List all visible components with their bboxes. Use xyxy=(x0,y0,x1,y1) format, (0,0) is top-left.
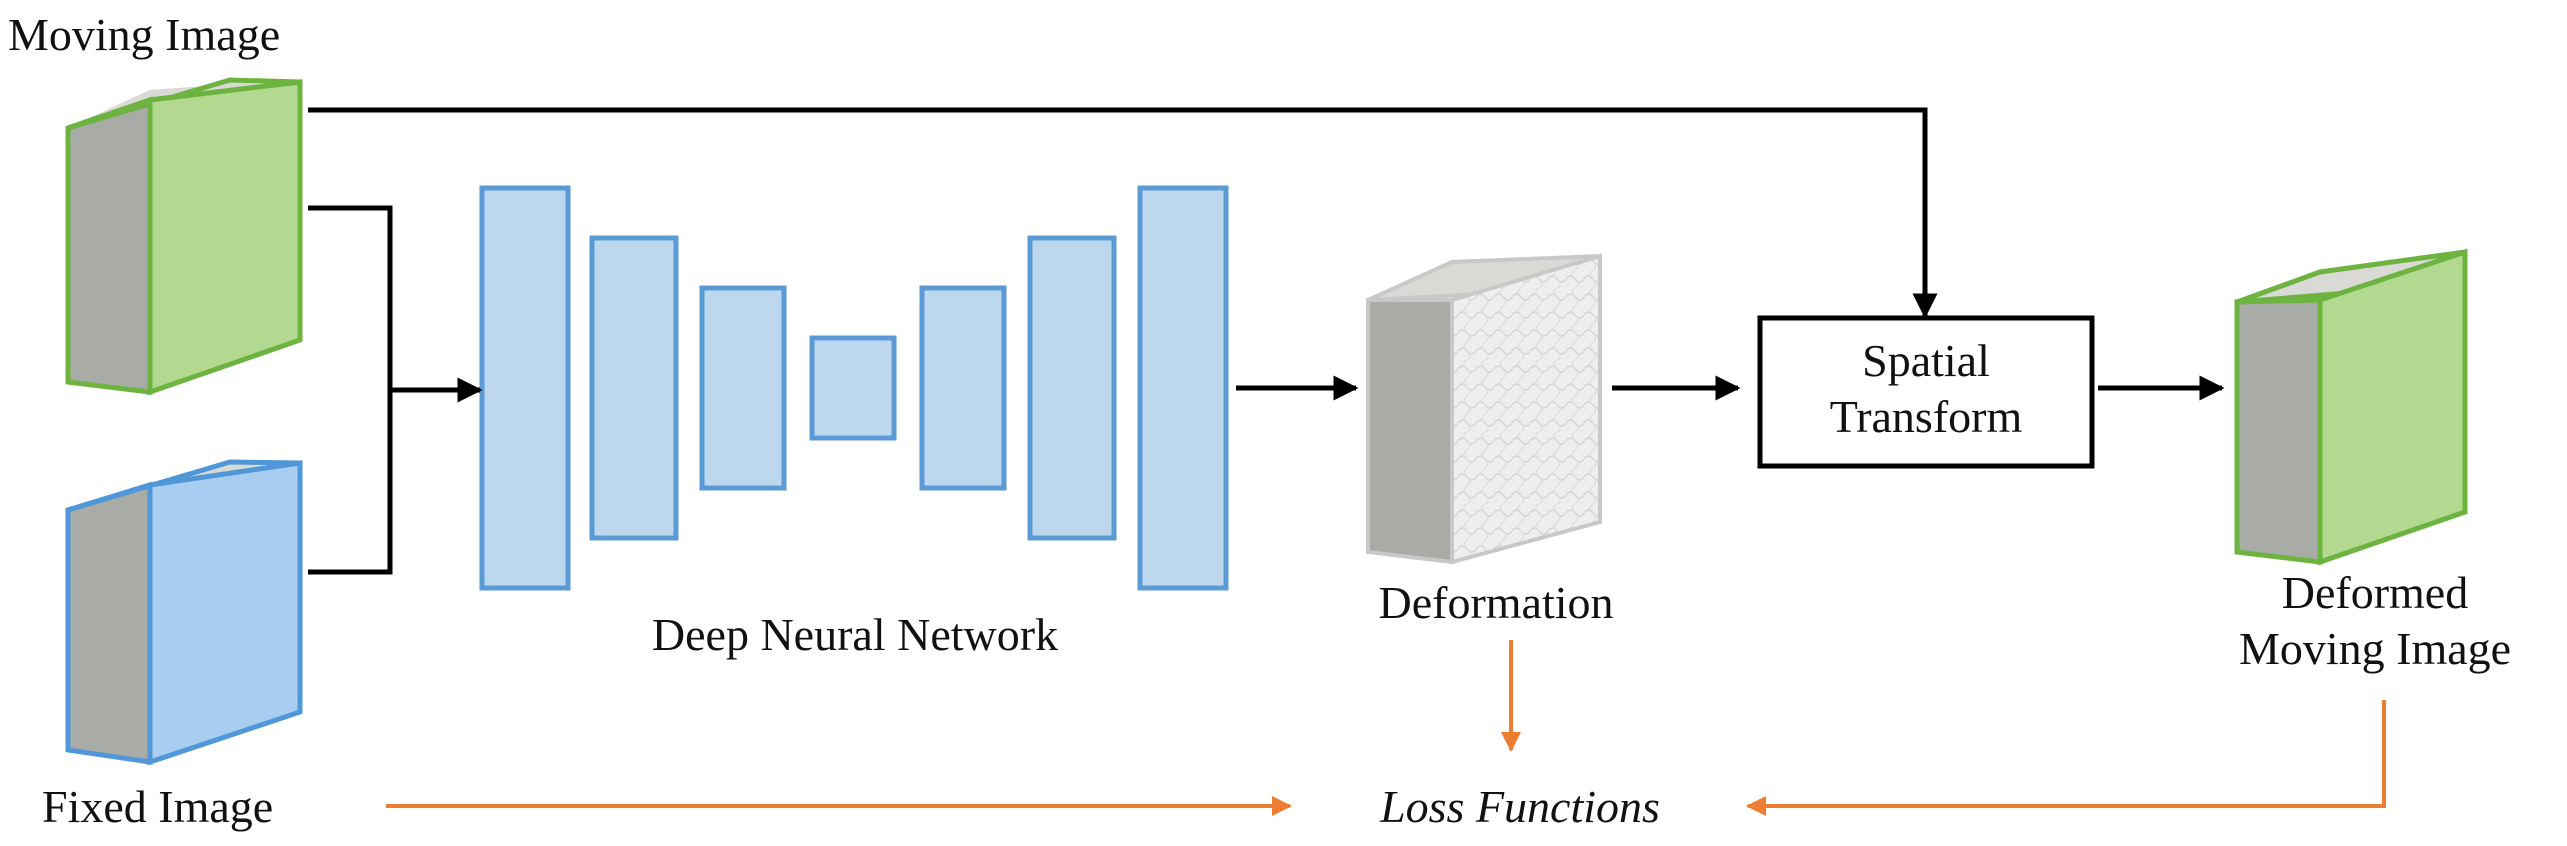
fixed-to-network-line xyxy=(308,390,393,575)
deformed-image-label-line2: Moving Image xyxy=(2239,623,2511,674)
network-layer xyxy=(809,335,897,441)
network-layer xyxy=(1137,185,1229,591)
spatial-transform-box xyxy=(1757,315,2095,469)
moving-image-label: Moving Image xyxy=(8,9,280,60)
network-layers xyxy=(479,185,1229,591)
moving-to-network-line xyxy=(308,205,393,390)
moving-to-transform-arrow xyxy=(308,107,1938,319)
moving-image-cube xyxy=(65,77,303,396)
network-label: Deep Neural Network xyxy=(652,609,1058,660)
deformed-image-cube xyxy=(2234,248,2468,566)
fixed-image-label: Fixed Image xyxy=(42,781,273,832)
loss-connectors xyxy=(386,640,2386,816)
loss-functions-label: Loss Functions xyxy=(1379,781,1660,832)
network-layer xyxy=(699,285,787,491)
black-connectors xyxy=(308,107,2225,575)
spatial-transform-label-line1: Spatial xyxy=(1862,335,1990,386)
network-layer xyxy=(479,185,571,591)
deformation-label: Deformation xyxy=(1378,577,1613,628)
deformation-cube xyxy=(1366,253,1602,565)
spatial-transform-label-line2: Transform xyxy=(1830,391,2023,442)
network-layer xyxy=(919,285,1007,491)
deformed-to-loss-arrow xyxy=(1746,700,2386,816)
network-layer xyxy=(1027,235,1117,541)
fixed-image-cube xyxy=(65,459,303,766)
network-layer xyxy=(589,235,679,541)
deformed-image-label-line1: Deformed xyxy=(2282,567,2468,618)
